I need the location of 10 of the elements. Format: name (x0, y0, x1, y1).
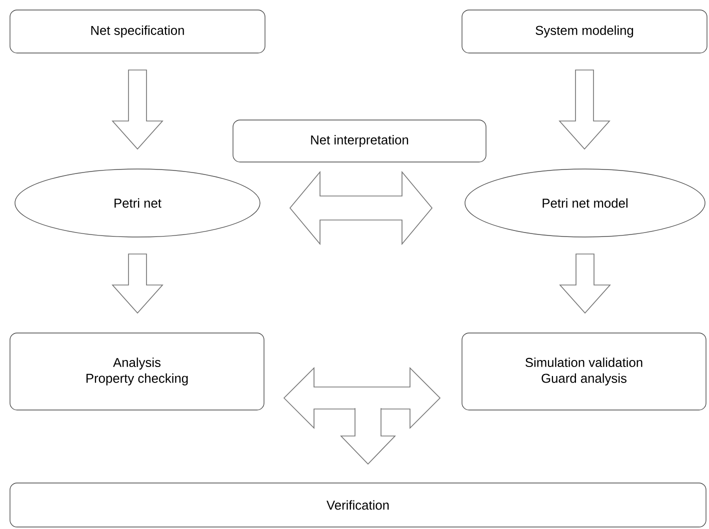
process-box: Analysis Property checking (10, 332, 264, 410)
block-arrow (112, 70, 164, 150)
block-arrow (559, 254, 611, 314)
process-box: Verification (10, 482, 706, 528)
process-box: System modeling (462, 10, 708, 54)
block-arrow (558, 70, 610, 150)
process-box: Net specification (10, 10, 266, 54)
block-arrow (112, 254, 164, 314)
process-box: Simulation validation Guard analysis (462, 332, 706, 410)
process-box: Net interpretation (232, 120, 486, 162)
